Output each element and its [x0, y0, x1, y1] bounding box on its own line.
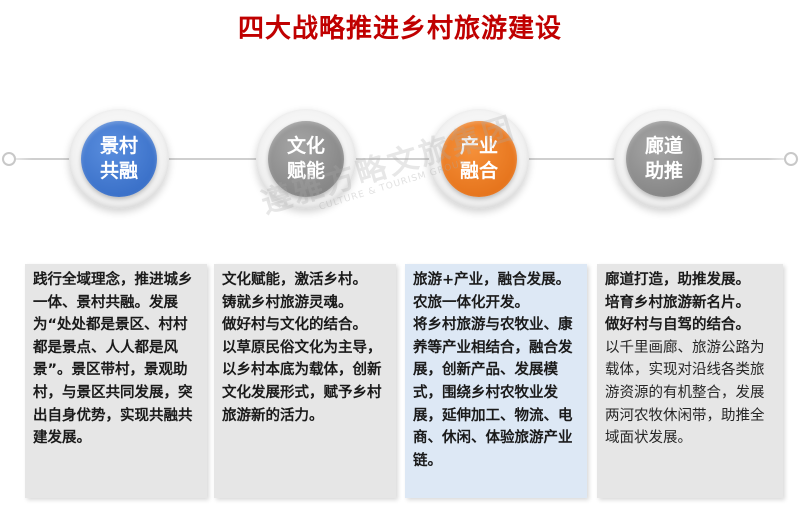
strategy-title-3-line2: 融合	[459, 160, 498, 182]
panel-4-text-3: 做好村与自驾的结合。	[605, 317, 750, 334]
strategy-title-3-line1: 产业	[459, 135, 498, 157]
timeline-start-dot	[2, 152, 16, 166]
strategy-circle-2: 文化 赋能	[268, 121, 344, 197]
strategy-circle-4: 廊道 助推	[626, 121, 702, 197]
timeline-line	[0, 158, 800, 160]
panel-4-text-4: 以千里画廊、旅游公路为载体，实现对沿线各类旅游资源的有机整合，发展两河农牧休闲带…	[605, 339, 765, 447]
panel-3-text-2: 农旅一体化开发。	[413, 294, 529, 311]
strategy-panel-2: 文化赋能，激活乡村。 铸就乡村旅游灵魂。 做好村与文化的结合。 以草原民俗文化为…	[214, 264, 396, 498]
panel-1-text-1: 践行全域理念，推进城乡一体、景村共融。发展为“处处都是景区、村村都是景点、人人都…	[33, 272, 193, 447]
strategy-title-1-line1: 景村	[99, 135, 138, 157]
panel-2-text-2: 铸就乡村旅游灵魂。	[222, 294, 353, 311]
timeline-end-dot	[784, 152, 798, 166]
strategy-title-1-line2: 共融	[99, 160, 138, 182]
strategy-title-4-line2: 助推	[644, 160, 683, 182]
strategy-node-3: 产业 融合	[429, 109, 529, 209]
panel-2-text-3: 做好村与文化的结合。	[222, 317, 367, 334]
panel-3-text-1: 旅游+产业，融合发展。	[413, 272, 571, 288]
panel-4-text-2: 培育乡村旅游新名片。	[605, 294, 750, 311]
strategy-panel-4: 廊道打造，助推发展。 培育乡村旅游新名片。 做好村与自驾的结合。 以千里画廊、旅…	[597, 264, 783, 498]
panel-3-text-3: 将乡村旅游与农牧业、康养等产业相结合，融合发展，创新产品、发展模式，围绕乡村农牧…	[413, 317, 573, 469]
strategy-title-4-line1: 廊道	[644, 135, 683, 157]
strategy-node-2: 文化 赋能	[256, 109, 356, 209]
strategy-circle-1: 景村 共融	[81, 121, 157, 197]
panel-2-text-1: 文化赋能，激活乡村。	[222, 272, 367, 288]
panel-2-text-4: 以草原民俗文化为主导，以乡村本底为载体，创新文化发展形式，赋予乡村旅游新的活力。	[222, 339, 382, 424]
strategy-panel-1: 践行全域理念，推进城乡一体、景村共融。发展为“处处都是景区、村村都是景点、人人都…	[25, 264, 207, 498]
strategy-node-4: 廊道 助推	[614, 109, 714, 209]
strategy-circle-3: 产业 融合	[441, 121, 517, 197]
strategy-panel-3: 旅游+产业，融合发展。 农旅一体化开发。 将乡村旅游与农牧业、康养等产业相结合，…	[405, 264, 587, 498]
panel-4-text-1: 廊道打造，助推发展。	[605, 272, 750, 288]
page-title: 四大战略推进乡村旅游建设	[237, 14, 562, 44]
strategy-title-2-line1: 文化	[286, 135, 325, 157]
strategy-title-2-line2: 赋能	[286, 160, 325, 182]
strategy-node-1: 景村 共融	[69, 109, 169, 209]
